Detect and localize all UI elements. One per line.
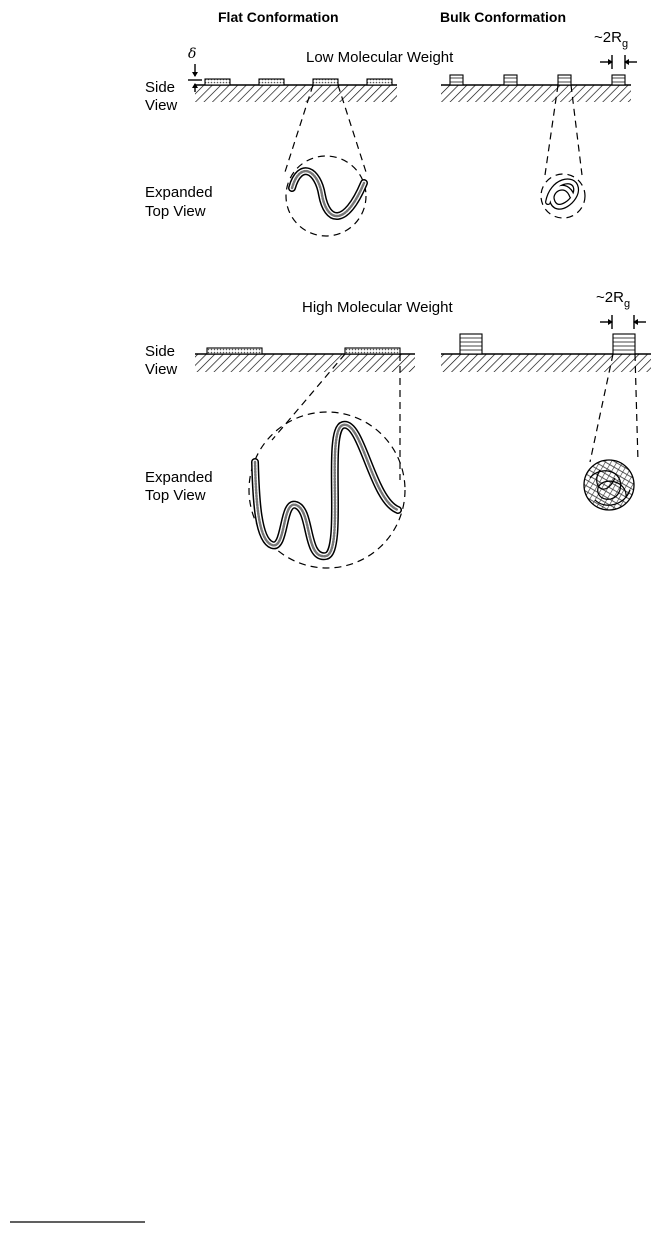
flat-chain-high <box>345 348 400 354</box>
expanded-top-view-label-high: Expanded Top View <box>145 469 217 504</box>
delta-symbol: δ <box>188 46 196 62</box>
surface-flat-high <box>195 354 415 372</box>
flat-conformation-header: Flat Conformation <box>218 9 339 25</box>
flat-chain-low <box>205 79 230 85</box>
bulk-coil-low <box>504 75 517 85</box>
rg-width-arrows-high <box>600 315 646 329</box>
bulk-coil-low <box>612 75 625 85</box>
high-mw-label: High Molecular Weight <box>302 299 453 316</box>
surface-bulk-low <box>441 85 631 102</box>
side-view-label-low: Side View <box>145 79 179 114</box>
bulk-coil-high <box>613 334 635 354</box>
expanded-top-view-label-low: Expanded Top View <box>145 184 217 220</box>
low-mw-label: Low Molecular Weight <box>306 49 454 66</box>
flat-chain-low <box>313 79 338 85</box>
rg-label-high: ~2Rg <box>596 289 630 310</box>
bulk-coil-high <box>460 334 482 354</box>
rg-label-low: ~2Rg <box>594 29 628 50</box>
flat-chain-low <box>367 79 392 85</box>
bulk-coil-low <box>558 75 571 85</box>
surface-bulk-high <box>441 354 651 372</box>
side-view-label-high: Side View <box>145 343 179 378</box>
flat-chain-high <box>207 348 262 354</box>
bulk-conformation-header: Bulk Conformation <box>440 9 566 25</box>
rg-width-arrows-low <box>600 55 637 69</box>
surface-flat-low <box>195 85 397 102</box>
flat-chain-low <box>259 79 284 85</box>
bulk-coil-low <box>450 75 463 85</box>
bulk-coil-expanded-high <box>584 460 634 510</box>
